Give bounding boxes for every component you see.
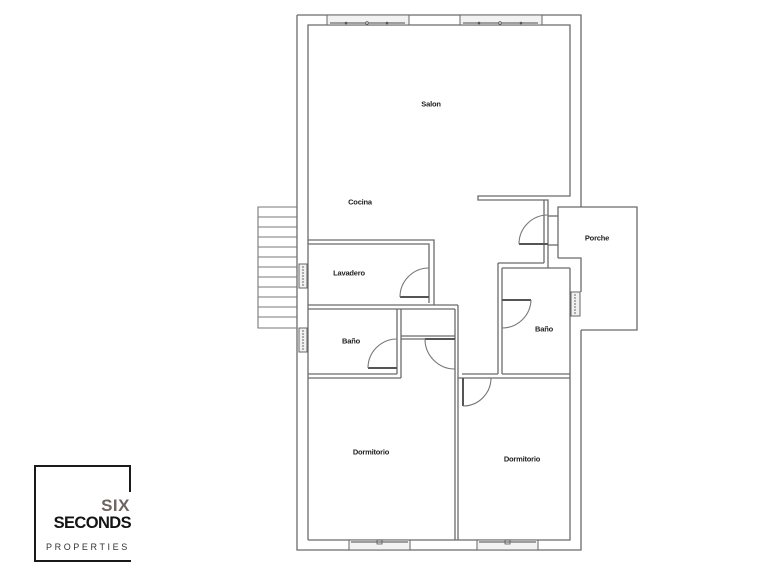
corridor-walls: [401, 200, 549, 540]
logo-seconds-text: SECONDS: [53, 514, 132, 532]
logo-frame-left: [34, 465, 36, 562]
bano-right-walls: [458, 262, 570, 379]
staircase: [257, 206, 297, 329]
room-label-salon: Salon: [421, 99, 441, 109]
logo-frame-bottom: [34, 560, 131, 562]
room-label-dormitorio-right: Dormitorio: [503, 454, 541, 464]
logo-frame-right: [129, 465, 131, 492]
exterior-walls: [296, 14, 582, 551]
room-label-cocina: Cocina: [348, 197, 372, 207]
porche-outline: [548, 206, 638, 331]
logo-six-text: SIX: [101, 496, 130, 515]
right-window: [570, 291, 581, 317]
left-windows: [298, 263, 308, 353]
room-label-bano-left: Baño: [342, 336, 360, 346]
room-label-dormitorio-left: Dormitorio: [352, 447, 390, 457]
bano-left-walls: [308, 309, 402, 379]
dormitorio-right-door: [462, 373, 498, 407]
logo-frame-top: [34, 465, 131, 467]
six-seconds-logo: SIX SECONDS PROPERTIES: [34, 465, 132, 562]
room-label-lavadero: Lavadero: [333, 268, 365, 278]
logo-properties-text: PROPERTIES: [46, 542, 130, 552]
bottom-windows: [348, 539, 539, 551]
room-label-porche: Porche: [584, 233, 610, 243]
lavadero-walls: [308, 239, 458, 310]
top-windows: [326, 14, 543, 26]
room-label-bano-right: Baño: [535, 324, 553, 334]
